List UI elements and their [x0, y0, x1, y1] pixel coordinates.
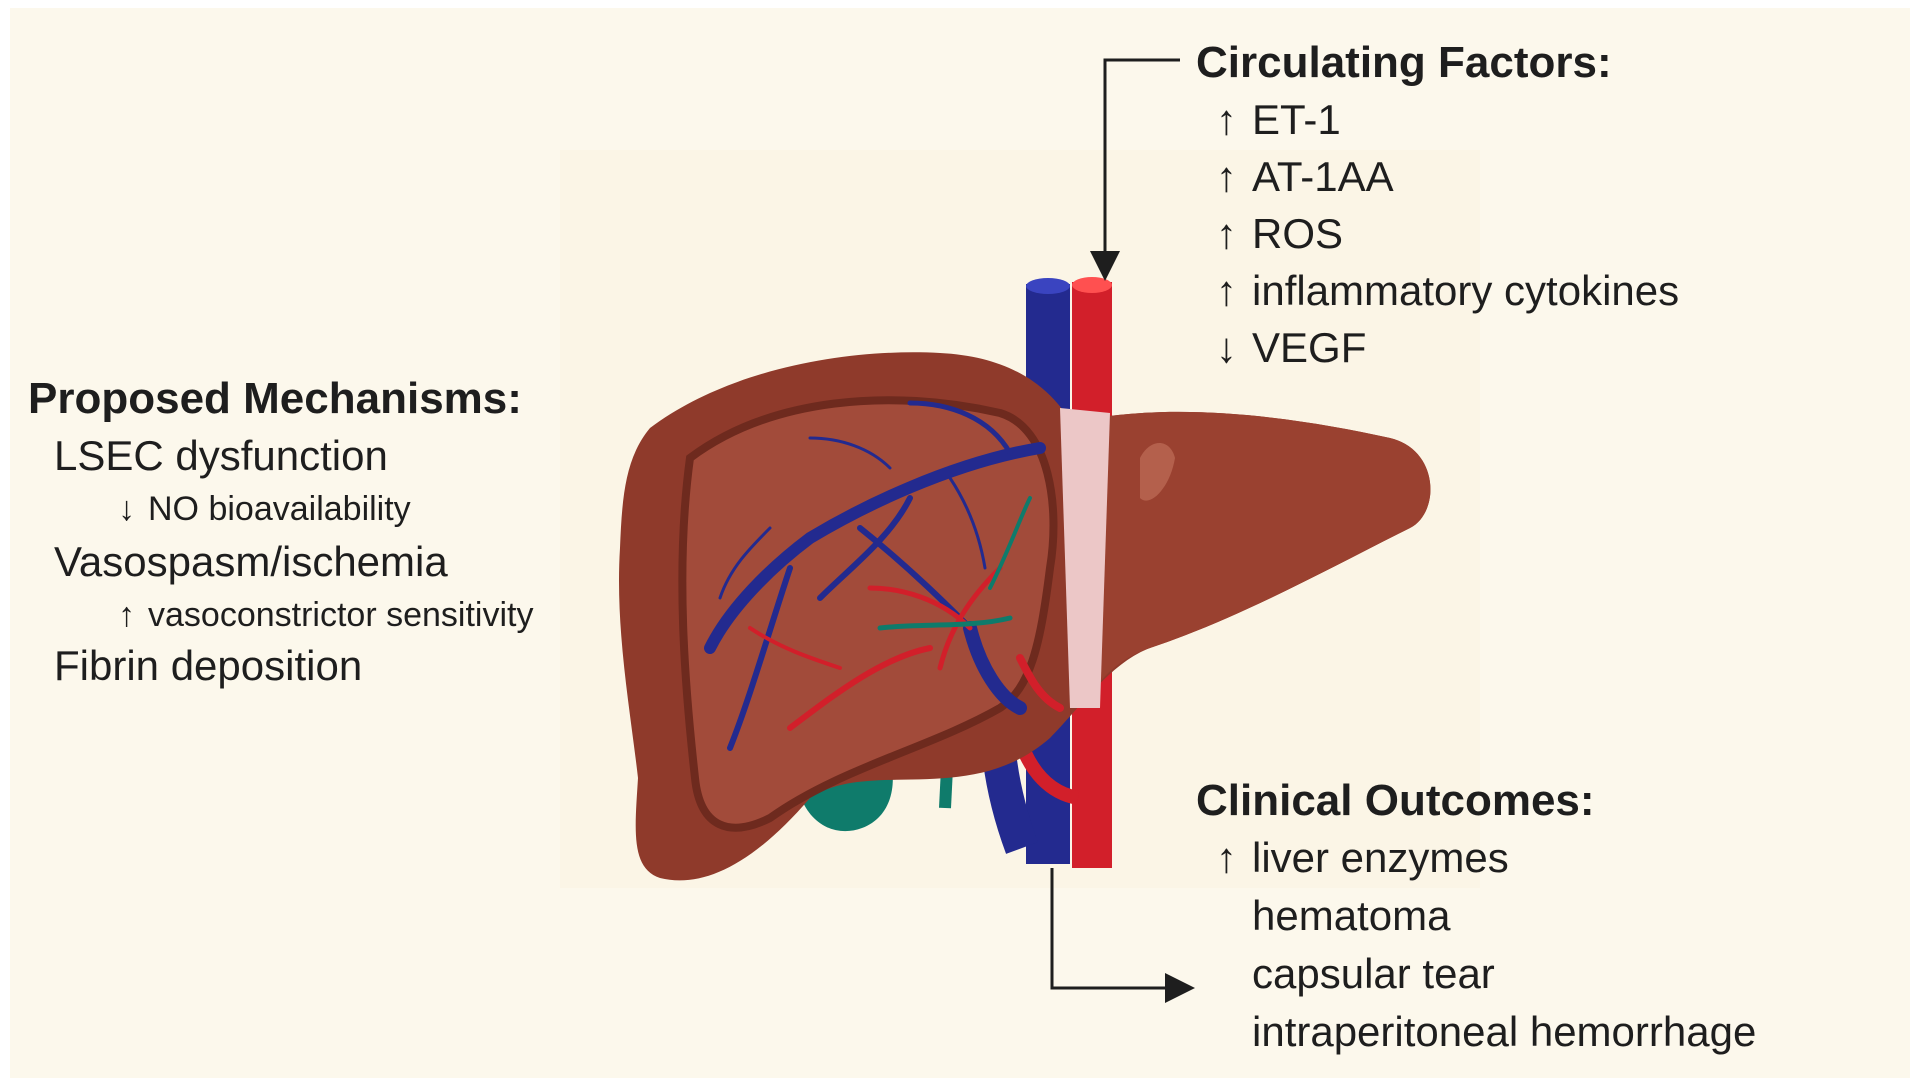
circulating-item-5: ↓VEGF — [1216, 324, 1367, 371]
outcome-item-1: ↑liver enzymes — [1216, 834, 1509, 881]
outcome-item-4: intraperitoneal hemorrhage — [1252, 1008, 1757, 1055]
arrow-connector-top-icon — [1090, 58, 1180, 281]
liver-icon — [619, 352, 1431, 881]
up-arrow-icon: ↑ — [1216, 210, 1237, 257]
up-arrow-icon: ↑ — [1216, 834, 1237, 881]
down-arrow-icon: ↓ — [118, 490, 135, 528]
outcome-item-3: capsular tear — [1252, 950, 1495, 997]
up-arrow-icon: ↑ — [118, 596, 135, 634]
mechanism-item-1: LSEC dysfunction — [54, 432, 388, 479]
circulating-factors-heading: Circulating Factors: — [1196, 38, 1612, 87]
up-arrow-icon: ↑ — [1216, 267, 1237, 314]
mechanism-subitem-2: ↑vasoconstrictor sensitivity — [118, 596, 534, 634]
circulating-item-4: ↑inflammatory cytokines — [1216, 267, 1680, 314]
liver-illustration-icon — [560, 58, 1480, 1003]
clinical-outcomes-heading: Clinical Outcomes: — [1196, 776, 1595, 825]
mechanism-item-2: Vasospasm/ischemia — [54, 538, 448, 585]
arrow-connector-bottom-icon — [1050, 868, 1195, 1003]
mechanism-subitem-1: ↓NO bioavailability — [118, 490, 411, 528]
circulating-item-2: ↑AT-1AA — [1216, 153, 1394, 200]
up-arrow-icon: ↑ — [1216, 96, 1237, 143]
up-arrow-icon: ↑ — [1216, 153, 1237, 200]
circulating-item-1: ↑ET-1 — [1216, 96, 1341, 143]
diagram-canvas: Circulating Factors: ↑ET-1 ↑AT-1AA ↑ROS … — [10, 8, 1910, 1078]
down-arrow-icon: ↓ — [1216, 324, 1237, 371]
mechanism-item-3: Fibrin deposition — [54, 642, 363, 689]
circulating-item-3: ↑ROS — [1216, 210, 1344, 257]
outcome-item-2: hematoma — [1252, 892, 1451, 939]
proposed-mechanisms-heading: Proposed Mechanisms: — [28, 374, 522, 423]
